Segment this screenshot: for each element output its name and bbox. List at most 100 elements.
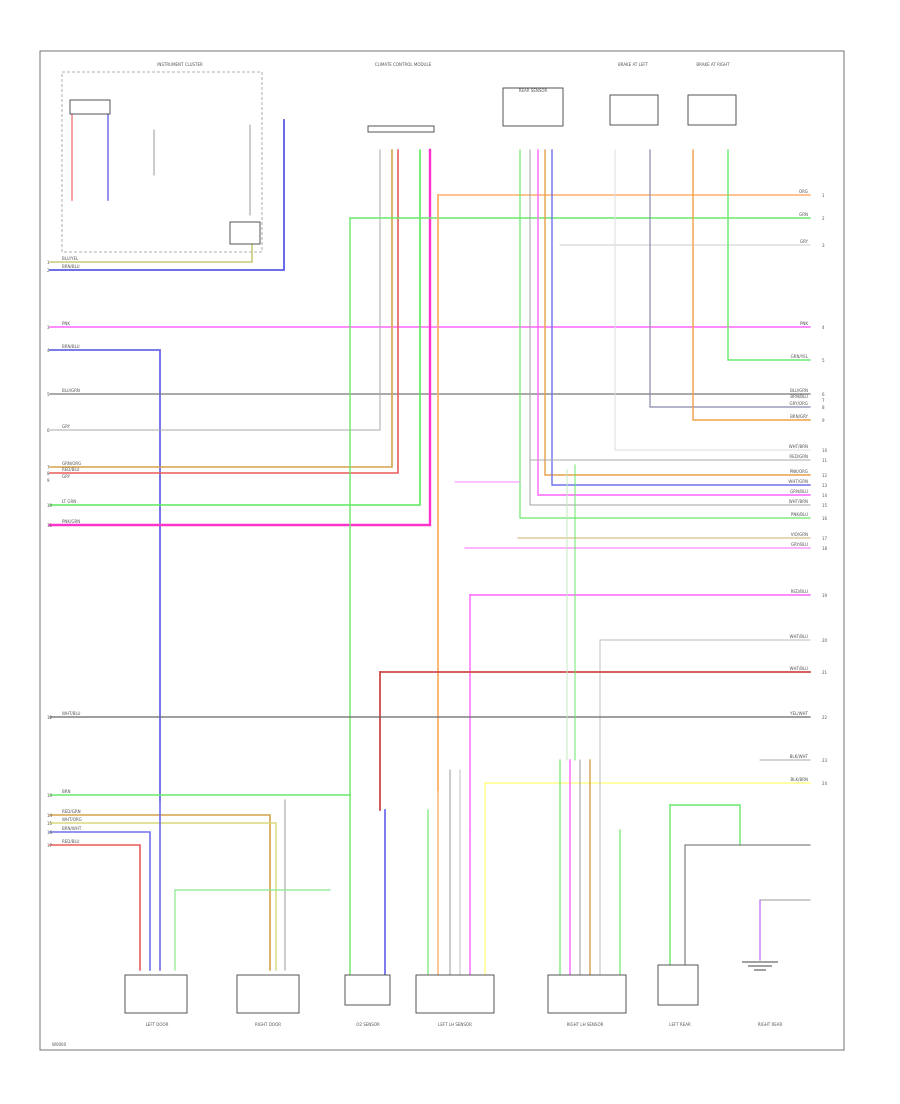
left-wire-label: LT GRN bbox=[62, 499, 76, 504]
left-wire-label: RED/GRN bbox=[62, 809, 81, 814]
instrument-cluster-box bbox=[61, 71, 263, 253]
right-pin-number: 1 bbox=[822, 193, 825, 198]
bottom-label-right-rear: RIGHT REAR bbox=[758, 1022, 783, 1027]
left-wire-label: BRN bbox=[62, 789, 71, 794]
left-pin-number: 17 bbox=[47, 843, 53, 848]
right-wire-label: GRN/BLU bbox=[790, 489, 808, 494]
left-wire-label: PNK/GRN bbox=[62, 519, 80, 524]
left-pin-number: 9 bbox=[47, 478, 50, 483]
right-pin-number: 2 bbox=[822, 216, 825, 221]
right-wire-label: BLK/WHT bbox=[790, 754, 809, 759]
wire bbox=[49, 149, 393, 468]
right-pin-number: 7 bbox=[822, 398, 825, 403]
wire bbox=[669, 804, 741, 846]
bottom-label-left-sensor: LEFT LH SENSOR bbox=[438, 1022, 472, 1027]
left-pin-number: 10 bbox=[47, 503, 53, 508]
right-wire-label: GRY/ORG bbox=[790, 401, 808, 406]
wire bbox=[49, 149, 399, 474]
wire bbox=[49, 244, 253, 263]
right-wire-label: GRY/BLU bbox=[791, 542, 808, 547]
right-wire-label: GRY bbox=[800, 239, 809, 244]
right-wire-label: YEL/WHT bbox=[789, 711, 809, 716]
left-pin-number: 5 bbox=[47, 392, 50, 397]
wire bbox=[49, 831, 151, 971]
left-pin-number: 12 bbox=[47, 715, 53, 720]
right-wire-label: WHT/BRN bbox=[789, 499, 808, 504]
right-pin-number: 13 bbox=[822, 483, 828, 488]
wire bbox=[529, 149, 811, 506]
right-pin-number: 18 bbox=[822, 546, 828, 551]
right-pin-number: 24 bbox=[822, 781, 828, 786]
left-wire-label: GRY bbox=[62, 424, 71, 429]
left-wire-label: WHT/BLU bbox=[62, 711, 81, 716]
right-wire-label: PNK bbox=[800, 321, 808, 326]
left-pin-number: 2 bbox=[47, 268, 50, 273]
right-wire-label: PNK/ORG bbox=[790, 469, 808, 474]
wire bbox=[49, 844, 141, 971]
right-pin-number: 11 bbox=[822, 458, 828, 463]
left-wire-label: BRN/WHT bbox=[62, 826, 82, 831]
left-pin-number: 14 bbox=[47, 813, 53, 818]
top-module-connector bbox=[367, 125, 435, 133]
wire bbox=[537, 149, 811, 496]
left-wire-label: BLU/GRN bbox=[62, 388, 80, 393]
right-lh-sensor-box bbox=[547, 974, 627, 1014]
right-pin-number: 10 bbox=[822, 448, 828, 453]
right-wire-label: BRN/BLU bbox=[790, 394, 808, 399]
wire bbox=[48, 148, 432, 527]
header-label-brake-right: BRAKE AT RIGHT bbox=[696, 62, 730, 67]
wire bbox=[614, 149, 811, 451]
cluster-subbox bbox=[69, 99, 111, 115]
wire bbox=[49, 349, 161, 801]
right-pin-number: 4 bbox=[822, 325, 825, 330]
right-wire-labels: ORG1GRN2GRY3PNK4GRN/YEL5BLU/GRN6BRN/BLU7… bbox=[788, 189, 827, 786]
right-pin-number: 3 bbox=[822, 243, 825, 248]
left-wire-labels: BLU/YEL1BRN/BLU2PNK3BRN/BLU4BLU/GRN5GRY6… bbox=[47, 256, 82, 848]
bottom-label-right-sensor: RIGHT LH SENSOR bbox=[567, 1022, 604, 1027]
wire bbox=[519, 149, 811, 519]
left-rear-box bbox=[657, 964, 699, 1006]
right-pin-number: 6 bbox=[822, 392, 825, 397]
left-pin-number: 15 bbox=[47, 821, 53, 826]
right-pin-number: 9 bbox=[822, 418, 825, 423]
brake-left-box bbox=[609, 94, 659, 126]
left-wire-label: BRN/BLU bbox=[62, 264, 80, 269]
bottom-label-o2-sensor: O2 SENSOR bbox=[356, 1022, 380, 1027]
right-wire-label: RED/GRN bbox=[789, 454, 808, 459]
wire bbox=[49, 149, 421, 506]
wire bbox=[692, 149, 811, 421]
right-pin-number: 15 bbox=[822, 503, 828, 508]
left-wire-label: PNK bbox=[62, 321, 70, 326]
left-pin-number: 7 bbox=[47, 465, 50, 470]
left-pin-number: 16 bbox=[47, 830, 53, 835]
left-wire-label: RED/BLU bbox=[62, 839, 80, 844]
right-pin-number: 16 bbox=[822, 516, 828, 521]
right-pin-number: 23 bbox=[822, 758, 828, 763]
right-wire-label: RED/BLU bbox=[791, 589, 809, 594]
header-label-top-module: CLIMATE CONTROL MODULE bbox=[375, 62, 432, 67]
right-wire-label: BRN/GRY bbox=[790, 414, 808, 419]
right-wire-label: WHT/BLU bbox=[790, 634, 809, 639]
header-label-brake-left: BRAKE AT LEFT bbox=[618, 62, 649, 67]
wire bbox=[551, 149, 811, 486]
bottom-label-right-door: RIGHT DOOR bbox=[255, 1022, 281, 1027]
right-pin-number: 22 bbox=[822, 715, 828, 720]
wire bbox=[49, 119, 285, 271]
left-pin-number: 13 bbox=[47, 793, 53, 798]
right-pin-number: 19 bbox=[822, 593, 828, 598]
right-wire-label: ORG bbox=[799, 189, 808, 194]
left-pin-number: 11 bbox=[47, 523, 53, 528]
right-wire-label: BLU/GRN bbox=[790, 388, 808, 393]
bottom-label-left-rear: LEFT REAR bbox=[669, 1022, 691, 1027]
right-pin-number: 14 bbox=[822, 493, 828, 498]
left-pin-number: 1 bbox=[47, 260, 50, 265]
right-pin-number: 8 bbox=[822, 405, 825, 410]
left-wire-label: WHT/ORG bbox=[62, 817, 82, 822]
left-wire-label: RED/BLU bbox=[62, 467, 80, 472]
right-pin-number: 21 bbox=[822, 670, 828, 675]
left-lh-sensor-box bbox=[415, 974, 495, 1014]
